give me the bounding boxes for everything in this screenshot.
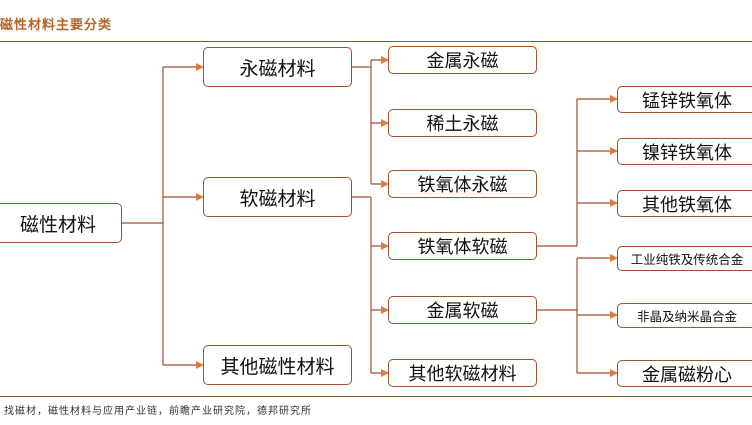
footer-divider <box>0 396 752 397</box>
node-metal-powder-core: 金属磁粉心 <box>617 360 752 387</box>
header-divider <box>0 41 752 42</box>
node-other-ferrite: 其他铁氧体 <box>617 190 752 217</box>
node-other-magnetic-materials: 其他磁性材料 <box>203 345 352 385</box>
node-ferrite-permanent-magnet: 铁氧体永磁 <box>388 170 537 198</box>
node-amorphous-nanocrystalline-alloys: 非晶及纳米晶合金 <box>617 303 752 328</box>
node-rare-earth-permanent-magnet: 稀土永磁 <box>388 109 537 137</box>
node-other-soft-magnet-materials: 其他软磁材料 <box>388 359 537 387</box>
node-nizn-ferrite: 镍锌铁氧体 <box>617 138 752 165</box>
node-mnzn-ferrite: 锰锌铁氧体 <box>617 86 752 113</box>
node-soft-magnetic-materials: 软磁材料 <box>203 177 352 217</box>
page-title: 磁性材料主要分类 <box>0 18 113 33</box>
node-ferrite-soft-magnet: 铁氧体软磁 <box>388 232 537 260</box>
node-permanent-magnet-materials: 永磁材料 <box>203 47 352 87</box>
source-note: 找磁材，磁性材料与应用产业链，前瞻产业研究院，德邦研究所 <box>4 406 312 417</box>
node-industrial-pure-iron-alloys: 工业纯铁及传统合金 <box>617 246 752 271</box>
node-metal-soft-magnet: 金属软磁 <box>388 296 537 324</box>
node-metal-permanent-magnet: 金属永磁 <box>388 46 537 74</box>
node-magnetic-materials: 磁性材料 <box>0 203 122 243</box>
